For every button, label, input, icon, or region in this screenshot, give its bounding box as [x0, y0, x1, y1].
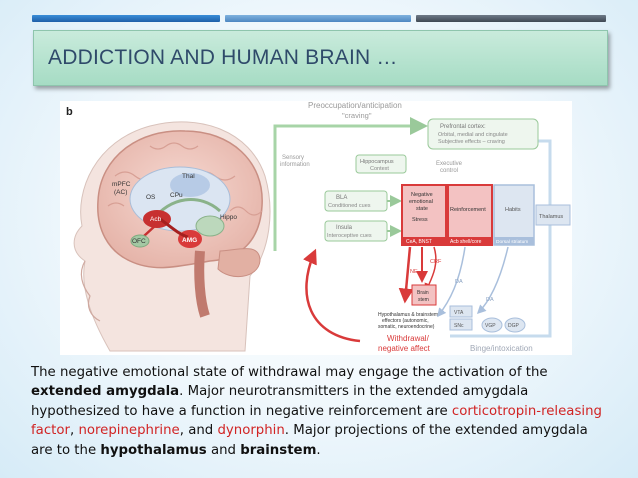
label-ofc: OFC	[132, 238, 146, 245]
brain-stem-label-2: stem	[418, 297, 429, 303]
caption-part-1: The negative emotional state of withdraw…	[31, 365, 548, 380]
insula-label: Insula	[336, 225, 353, 231]
label-cpu: CPu	[170, 192, 183, 199]
withdrawal-label-2: negative affect	[378, 344, 431, 353]
header-label: Preoccupation/anticipation	[308, 101, 402, 110]
slide-title: ADDICTION AND HUMAN BRAIN …	[48, 46, 398, 70]
label-ac: (AC)	[114, 189, 127, 196]
snc-label: SNc	[454, 323, 464, 329]
dorsal-striatum-label: Dorsal striatum	[496, 239, 528, 245]
brain-stem-label-1: Brain	[417, 290, 429, 296]
binge-label: Binge/intoxication	[470, 344, 533, 353]
acb-shell-label: Acb shell/core	[450, 239, 482, 245]
caption-part-5: .	[316, 443, 320, 458]
caption-text: The negative emotional state of withdraw…	[31, 363, 611, 460]
label-thal: Thal	[182, 173, 195, 180]
conditioned-cues-label: Conditioned cues	[328, 203, 371, 209]
sensory-label: Sensory	[282, 155, 304, 161]
panel-label: b	[66, 106, 73, 118]
top-bar-right	[416, 15, 606, 22]
title-banner: ADDICTION AND HUMAN BRAIN …	[33, 30, 608, 86]
reinforcement-label: Reinforcement	[450, 207, 486, 213]
caption-dynorphin: dynorphin	[217, 423, 284, 438]
ne-label: NE	[410, 269, 418, 275]
caption-ne: norepinephrine	[78, 423, 179, 438]
withdrawal-label-1: Withdrawal/	[387, 334, 430, 343]
dgp-label: DGP	[508, 323, 520, 329]
top-bar-left	[32, 15, 220, 22]
caption-extended-amygdala: extended amygdala	[31, 384, 179, 399]
control-label: control	[440, 168, 458, 174]
thalamus-label: Thalamus	[539, 214, 563, 220]
da-label-2: DA	[486, 297, 494, 303]
prefrontal-title: Prefrontal cortex:	[440, 124, 486, 130]
stress-label: Stress	[412, 217, 428, 223]
information-label: information	[280, 162, 310, 168]
circuit-diagram: Preoccupation/anticipation "craving" Pre…	[275, 101, 570, 353]
context-label: Context	[370, 166, 389, 172]
brain-illustration: mPFC (AC) Thal OS CPu OFC Acb AMG Hippo	[74, 122, 270, 351]
state-label: state	[416, 206, 428, 212]
negative-label: Negative	[411, 192, 433, 198]
cea-bnst-label: CeA, BNST	[406, 239, 432, 245]
vgp-label: VGP	[485, 323, 496, 329]
interoceptive-cues-label: Interoceptive cues	[327, 233, 372, 239]
header-sub-label: "craving"	[342, 111, 372, 120]
da-label-1: DA	[455, 279, 463, 285]
emotional-label: emotional	[409, 199, 433, 205]
hypo-label-3: somatic, neuroendocrine)	[378, 324, 435, 330]
label-amg: AMG	[182, 237, 197, 244]
bla-label: BLA	[336, 195, 347, 201]
habits-label: Habits	[505, 207, 521, 213]
caption-sep-2: , and	[180, 423, 218, 438]
vta-label: VTA	[454, 310, 464, 316]
figure-svg: b	[60, 101, 572, 355]
brain-circuit-figure: b	[60, 101, 572, 355]
label-mpfc: mPFC	[112, 181, 131, 188]
label-acb: Acb	[150, 216, 162, 223]
label-hippo: Hippo	[220, 214, 237, 221]
hippocampus-label: Hippocampus	[360, 159, 394, 165]
caption-part-4: and	[207, 443, 240, 458]
crf-label: CRF	[430, 259, 442, 265]
caption-hypothalamus: hypothalamus	[100, 443, 206, 458]
executive-label: Executive	[436, 161, 463, 167]
label-os: OS	[146, 194, 156, 201]
prefrontal-sub1: Orbital, medial and cingulate	[438, 132, 508, 138]
caption-brainstem: brainstem	[240, 443, 316, 458]
prefrontal-sub2: Subjective effects – craving	[438, 139, 505, 145]
top-bar-middle	[225, 15, 411, 22]
